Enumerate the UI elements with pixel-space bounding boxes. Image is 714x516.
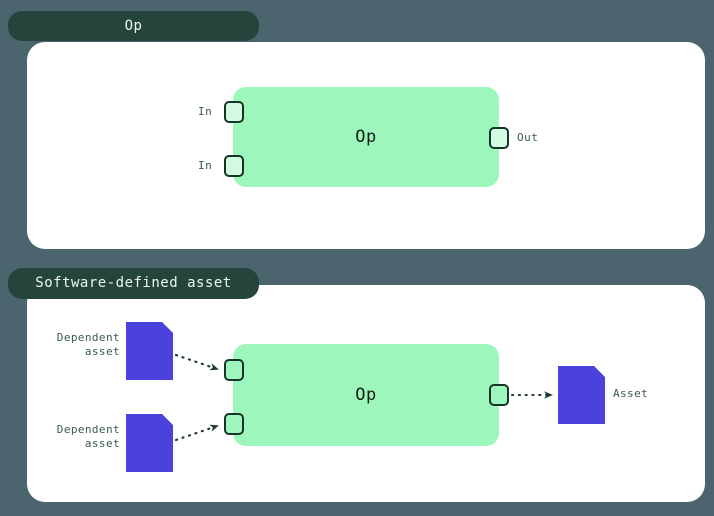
op-node-basic[interactable]: Op: [233, 87, 499, 187]
panel-tab-op[interactable]: Op: [8, 11, 259, 41]
dependent-asset-document-icon-1[interactable]: [126, 322, 173, 380]
sda-op-output-port-1[interactable]: [489, 384, 509, 406]
op-node-sda[interactable]: Op: [233, 344, 499, 446]
asset-document-icon[interactable]: [558, 366, 605, 424]
asset-label: Asset: [613, 387, 649, 400]
op-input-port-1[interactable]: [224, 101, 244, 123]
panel-tab-software-defined-asset[interactable]: Software-defined asset: [8, 268, 259, 299]
op-input-port-2[interactable]: [224, 155, 244, 177]
sda-op-input-port-1[interactable]: [224, 359, 244, 381]
dependent-asset-label-2: Dependent asset: [56, 423, 120, 450]
dependent-asset-document-icon-2[interactable]: [126, 414, 173, 472]
dependent-asset-label-1: Dependent asset: [56, 331, 120, 358]
op-output-port-1-label: Out: [517, 131, 539, 144]
op-input-port-2-label: In: [198, 159, 213, 172]
sda-op-input-port-2[interactable]: [224, 413, 244, 435]
op-output-port-1[interactable]: [489, 127, 509, 149]
op-input-port-1-label: In: [198, 105, 213, 118]
